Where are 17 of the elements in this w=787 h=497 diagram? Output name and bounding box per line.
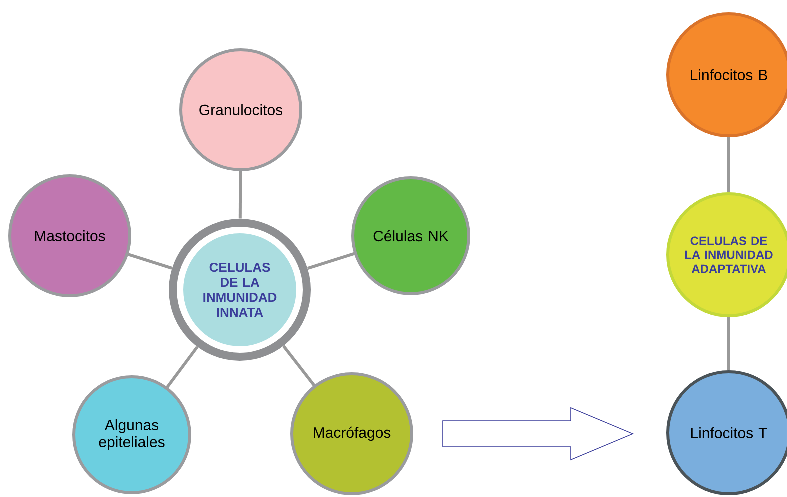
circle-node: Células NK bbox=[352, 176, 470, 296]
connector-line bbox=[166, 346, 199, 388]
circle-node: Granulocitos bbox=[180, 48, 302, 172]
connector-line bbox=[128, 253, 173, 270]
connector-line bbox=[728, 317, 730, 371]
circle-node: Algunas epiteliales bbox=[72, 375, 192, 494]
circle-node: Linfocitos B bbox=[666, 12, 787, 138]
circle-node: CELULAS DE LA INMUNIDAD INNATA bbox=[169, 219, 311, 361]
connector-line bbox=[282, 345, 316, 387]
block-arrow bbox=[442, 407, 634, 461]
circle-node: Mastocitos bbox=[8, 174, 132, 298]
circle-node: Linfocitos T bbox=[666, 370, 787, 496]
connector-line bbox=[728, 137, 730, 193]
circle-node: Macrófagos bbox=[290, 372, 414, 496]
connector-line bbox=[307, 252, 355, 270]
circle-node: CELULAS DE LA INMUNIDAD ADAPTATIVA bbox=[666, 192, 787, 318]
connector-line bbox=[238, 171, 242, 219]
